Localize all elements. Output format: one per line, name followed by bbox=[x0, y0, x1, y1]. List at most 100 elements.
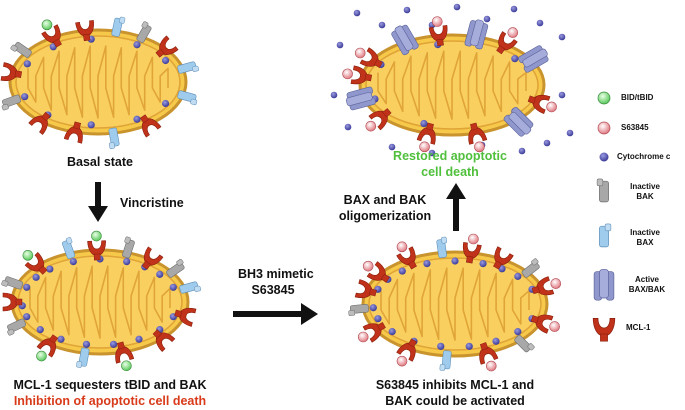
legend bbox=[592, 91, 616, 342]
released-cytochrome-c bbox=[518, 147, 526, 155]
inactive-bak bbox=[0, 93, 23, 111]
legend-label-inactive-bax-2: BAX bbox=[636, 238, 654, 247]
s63845-molecule bbox=[365, 120, 377, 132]
cytochrome-c bbox=[46, 265, 54, 273]
cristae bbox=[27, 45, 169, 119]
released-cytochrome-c bbox=[453, 3, 461, 11]
arrow-bh3-mimetic bbox=[233, 303, 318, 325]
released-cytochrome-c bbox=[330, 91, 338, 99]
oligomerization-label-line1: BAX and BAK bbox=[343, 193, 427, 207]
pore-icon bbox=[593, 269, 615, 301]
s63845-molecule bbox=[342, 68, 353, 80]
s63845-molecule bbox=[474, 141, 485, 153]
basal-state-caption: Basal state bbox=[66, 155, 133, 169]
cristae bbox=[380, 267, 530, 341]
cytochrome-c bbox=[161, 99, 170, 108]
cytochrome-c bbox=[156, 270, 164, 278]
cytochrome-c bbox=[492, 337, 500, 345]
bh3-mimetic-label: BH3 mimetic bbox=[238, 267, 314, 281]
cytochrome-c bbox=[23, 283, 31, 291]
arrow-oligomerization bbox=[446, 183, 466, 231]
pink-circle-icon bbox=[597, 121, 611, 135]
s63845-molecule bbox=[507, 27, 519, 38]
cytochrome-c bbox=[479, 259, 487, 268]
cytochrome-c bbox=[398, 267, 406, 275]
cytochrome-c bbox=[514, 272, 522, 280]
cytochrome-c bbox=[514, 328, 522, 336]
sequester-caption: MCL-1 sequesters tBID and BAK bbox=[13, 378, 207, 392]
s63845-label: S63845 bbox=[251, 283, 295, 297]
s63845-molecule bbox=[357, 331, 369, 343]
cytochrome-c bbox=[161, 56, 170, 65]
cytochrome-c bbox=[82, 340, 91, 348]
released-cytochrome-c bbox=[543, 139, 551, 147]
cytochrome-c bbox=[423, 259, 431, 268]
cytochrome-c bbox=[87, 121, 95, 129]
s63845-molecule bbox=[546, 101, 557, 113]
vincristine-label: Vincristine bbox=[120, 196, 184, 210]
bid-molecule bbox=[22, 250, 34, 261]
released-cytochrome-c bbox=[566, 129, 574, 137]
arrow-vincristine bbox=[88, 182, 108, 222]
cytochrome-c bbox=[388, 328, 396, 336]
mitochondrion-basal bbox=[0, 15, 200, 150]
s63845-molecule bbox=[354, 47, 366, 59]
cytochrome-c bbox=[437, 342, 445, 350]
restored-caption-line1: Restored apoptotic bbox=[393, 149, 507, 163]
s63845-molecule bbox=[362, 260, 374, 272]
cristae bbox=[377, 50, 527, 120]
released-cytochrome-c bbox=[483, 15, 491, 23]
cytochrome-c bbox=[109, 340, 118, 348]
cytochrome-c bbox=[21, 93, 29, 101]
blue-dot-icon bbox=[599, 152, 609, 162]
legend-label-s63845: S63845 bbox=[621, 123, 649, 132]
released-cytochrome-c bbox=[378, 21, 386, 29]
cytochrome-c bbox=[57, 335, 65, 343]
cytochrome-c bbox=[420, 119, 428, 128]
bid-molecule bbox=[121, 360, 132, 372]
s63845-molecule bbox=[396, 355, 408, 367]
released-cytochrome-c bbox=[536, 19, 544, 27]
inhibit-caption-line2: BAK could be activated bbox=[385, 394, 525, 408]
cytochrome-c bbox=[23, 60, 31, 68]
cristae bbox=[29, 265, 171, 339]
mitochondrion-restored bbox=[330, 3, 574, 157]
legend-label-active-2: BAX/BAK bbox=[628, 285, 666, 294]
cytochrome-c bbox=[123, 257, 131, 266]
legend-label-mcl1: MCL-1 bbox=[626, 323, 651, 332]
released-cytochrome-c bbox=[510, 5, 518, 13]
green-circle-icon bbox=[597, 91, 611, 105]
cytochrome-c bbox=[135, 335, 143, 343]
cytochrome-c bbox=[133, 115, 141, 123]
bid-molecule bbox=[41, 19, 53, 31]
cytochrome-c bbox=[465, 342, 473, 350]
cytochrome-c bbox=[133, 41, 141, 49]
released-cytochrome-c bbox=[558, 91, 566, 99]
bid-molecule bbox=[91, 230, 102, 242]
released-cytochrome-c bbox=[336, 41, 344, 49]
cytochrome-c bbox=[374, 315, 382, 323]
s63845-molecule bbox=[549, 321, 560, 332]
cytochrome-c bbox=[511, 55, 519, 63]
s63845-molecule bbox=[419, 141, 430, 153]
cytochrome-c bbox=[451, 257, 459, 265]
cytochrome-c bbox=[169, 283, 177, 291]
legend-label-inactive-bak-2: BAK bbox=[636, 192, 654, 201]
s63845-molecule bbox=[468, 233, 479, 245]
s63845-molecule bbox=[485, 360, 497, 372]
mitochondrion-sequestered bbox=[0, 230, 202, 372]
released-cytochrome-c bbox=[428, 149, 436, 157]
released-cytochrome-c bbox=[388, 143, 396, 151]
s63845-molecule bbox=[396, 241, 408, 253]
released-cytochrome-c bbox=[558, 33, 566, 41]
bid-molecule bbox=[36, 350, 47, 362]
s63845-molecule bbox=[431, 16, 443, 27]
cytochrome-c bbox=[69, 257, 77, 266]
cytochrome-c bbox=[23, 313, 31, 321]
legend-label-inactive-bak-1: Inactive bbox=[630, 182, 660, 191]
lightblue-channel-icon bbox=[599, 223, 612, 248]
inhibit-caption-line1: S63845 inhibits MCL-1 and bbox=[375, 378, 535, 392]
s63845-molecule bbox=[550, 278, 562, 289]
cytochrome-c bbox=[369, 304, 377, 312]
